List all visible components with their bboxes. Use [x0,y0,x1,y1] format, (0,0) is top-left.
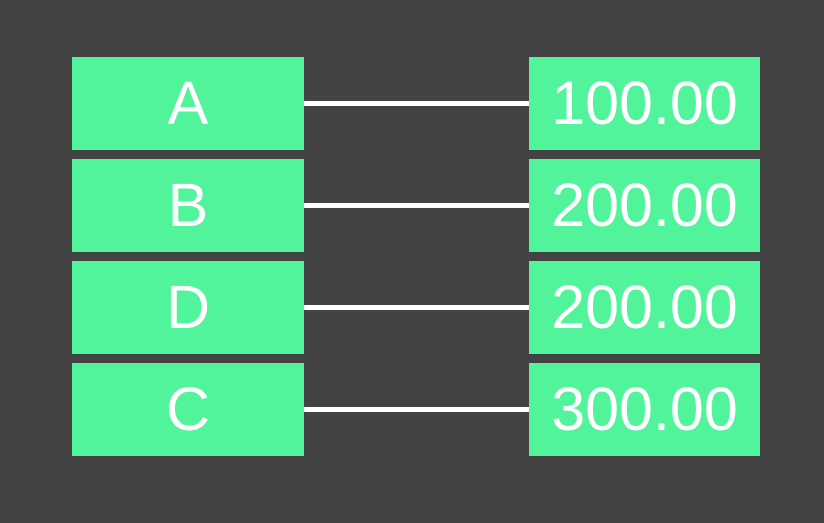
value-label: 200.00 [551,273,738,341]
value-node: 200.00 [529,159,760,252]
key-label: D [165,273,211,341]
key-label: B [167,171,209,239]
value-node: 100.00 [529,57,760,150]
connector-line [300,305,534,310]
value-node: 200.00 [529,261,760,354]
value-label: 300.00 [551,375,738,443]
key-label: A [167,69,209,137]
value-label: 200.00 [551,171,738,239]
mapping-row: C 300.00 [0,363,824,456]
connector-line [300,203,534,208]
key-node: B [72,159,304,252]
connector-line [300,407,534,412]
value-label: 100.00 [551,69,738,137]
key-node: D [72,261,304,354]
value-node: 300.00 [529,363,760,456]
mapping-row: B 200.00 [0,159,824,252]
key-node: C [72,363,304,456]
connector-line [300,101,534,106]
key-label: C [165,375,211,443]
key-node: A [72,57,304,150]
mapping-row: A 100.00 [0,57,824,150]
mapping-row: D 200.00 [0,261,824,354]
